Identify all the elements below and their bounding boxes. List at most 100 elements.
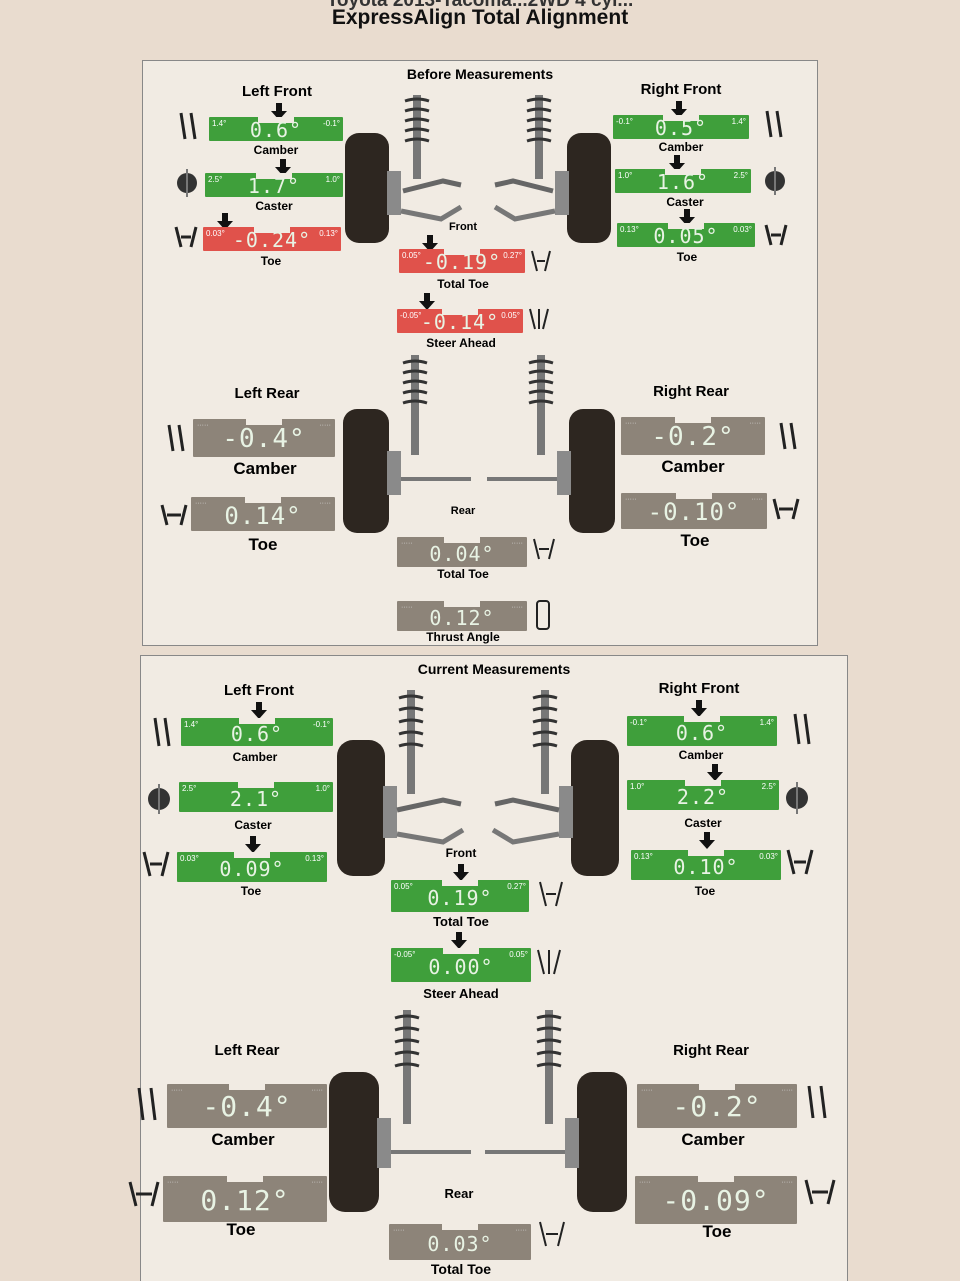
left-rear-title: Left Rear bbox=[234, 385, 300, 402]
lr-camber-gauge: ·········· -0.4° bbox=[193, 419, 335, 457]
rr-toe-gauge: ·········· -0.10° bbox=[621, 493, 767, 529]
lr-toe-label: Toe bbox=[248, 535, 278, 554]
total-toe-label: Total Toe bbox=[433, 914, 489, 929]
steer-ahead-icon bbox=[529, 308, 549, 330]
caster-icon bbox=[177, 169, 197, 197]
rf-toe-gauge: 0.13°0.03° 0.10° bbox=[631, 850, 781, 880]
rr-camber-label: Camber bbox=[681, 1130, 745, 1149]
caster-icon bbox=[765, 167, 785, 195]
rear-suspension-diagram bbox=[329, 1010, 627, 1212]
steer-ahead-label: Steer Ahead bbox=[423, 986, 499, 1001]
rf-caster-gauge: 1.0°2.5° 1.6° bbox=[615, 169, 751, 193]
rr-camber-label: Camber bbox=[661, 457, 725, 476]
total-toe-label: Total Toe bbox=[437, 277, 489, 291]
rf-caster-label: Caster bbox=[684, 816, 722, 830]
front-suspension-diagram bbox=[337, 690, 619, 876]
lr-toe-label: Toe bbox=[226, 1220, 256, 1239]
thrust-angle-icon bbox=[536, 600, 550, 630]
steer-ahead-label: Steer Ahead bbox=[426, 336, 496, 350]
panel-title: Before Measurements bbox=[406, 66, 554, 82]
rr-toe-label: Toe bbox=[702, 1222, 732, 1241]
steer-ahead-gauge: -0.05°0.05° -0.14° bbox=[397, 309, 523, 333]
rf-camber-gauge: -0.1°1.4° 0.6° bbox=[627, 716, 777, 746]
toe-icon bbox=[764, 224, 788, 246]
panel-title: Current Measurements bbox=[417, 661, 571, 677]
right-rear-title: Right Rear bbox=[673, 1042, 749, 1059]
rear-suspension-diagram bbox=[343, 355, 615, 533]
steer-ahead-icon bbox=[537, 949, 561, 975]
lr-toe-gauge: ·········· 0.14° bbox=[191, 497, 335, 531]
lr-camber-label: Camber bbox=[211, 1130, 275, 1149]
toe-icon bbox=[142, 851, 170, 877]
camber-icon bbox=[153, 717, 171, 747]
toe-icon bbox=[160, 504, 188, 526]
rf-camber-label: Camber bbox=[678, 748, 724, 762]
lf-camber-label: Camber bbox=[253, 143, 299, 157]
right-rear-title: Right Rear bbox=[653, 383, 729, 400]
camber-icon bbox=[807, 1085, 827, 1119]
left-front-title: Left Front bbox=[224, 682, 294, 699]
lf-toe-gauge: 0.03°0.13° -0.24° bbox=[203, 227, 341, 251]
rr-toe-label: Toe bbox=[680, 531, 710, 550]
lf-toe-label: Toe bbox=[260, 254, 282, 268]
toe-icon bbox=[128, 1181, 160, 1207]
rr-toe-gauge: ·········· -0.09° bbox=[635, 1176, 797, 1224]
camber-icon bbox=[179, 112, 197, 140]
steer-ahead-gauge: -0.05°0.05° 0.00° bbox=[391, 948, 531, 982]
caster-icon bbox=[786, 782, 808, 814]
rear-total-toe-icon bbox=[539, 1221, 565, 1247]
lf-toe-gauge: 0.03°0.13° 0.09° bbox=[177, 852, 327, 882]
before-measurements-panel: Before Measurements Left Front 1.4°-0.1°… bbox=[142, 60, 818, 646]
left-rear-title: Left Rear bbox=[214, 1042, 280, 1059]
rear-total-toe-label: Total Toe bbox=[430, 1261, 492, 1277]
toe-icon bbox=[786, 849, 814, 875]
toe-icon bbox=[772, 498, 800, 520]
current-measurements-panel: Current Measurements Left Front 1.4°-0.1… bbox=[128, 655, 848, 1281]
rf-camber-gauge: -0.1°1.4° 0.5° bbox=[613, 115, 749, 139]
rr-camber-gauge: ·········· -0.2° bbox=[621, 417, 765, 455]
lf-camber-label: Camber bbox=[232, 750, 278, 764]
rf-camber-label: Camber bbox=[658, 140, 704, 154]
front-suspension-diagram bbox=[345, 95, 611, 243]
front-axle-label: Front bbox=[448, 221, 478, 233]
right-front-title: Right Front bbox=[640, 81, 722, 98]
total-toe-icon bbox=[539, 881, 563, 907]
camber-icon bbox=[765, 110, 783, 138]
rf-toe-label: Toe bbox=[694, 884, 716, 898]
toe-icon bbox=[174, 226, 198, 248]
lf-caster-gauge: 2.5°1.0° 2.1° bbox=[179, 782, 333, 812]
rear-total-toe-gauge: ·········· 0.04° bbox=[397, 537, 527, 567]
left-front-title: Left Front bbox=[242, 83, 312, 100]
rr-camber-gauge: ·········· -0.2° bbox=[637, 1084, 797, 1128]
lf-caster-label: Caster bbox=[234, 818, 272, 832]
vehicle-line: Toyota 2013-Tacoma...2WD 4 cyl... bbox=[326, 0, 634, 11]
lr-camber-gauge: ·········· -0.4° bbox=[167, 1084, 327, 1128]
toe-icon bbox=[804, 1179, 836, 1205]
rf-caster-label: Caster bbox=[666, 195, 704, 209]
rf-caster-gauge: 1.0°2.5° 2.2° bbox=[627, 780, 779, 810]
total-toe-gauge: 0.05°0.27° -0.19° bbox=[399, 249, 525, 273]
rf-toe-gauge: 0.13°0.03° 0.05° bbox=[617, 223, 755, 247]
camber-icon bbox=[137, 1087, 157, 1121]
camber-icon bbox=[779, 422, 797, 450]
total-toe-icon bbox=[531, 250, 551, 272]
rear-total-toe-icon bbox=[533, 538, 555, 560]
lf-caster-gauge: 2.5°1.0° 1.7° bbox=[205, 173, 343, 197]
rear-total-toe-gauge: ·········· 0.03° bbox=[389, 1224, 531, 1260]
lf-camber-gauge: 1.4°-0.1° 0.6° bbox=[181, 718, 333, 746]
rear-axle-label: Rear bbox=[444, 1186, 474, 1201]
thrust-angle-label: Thrust Angle bbox=[426, 630, 500, 644]
lr-toe-gauge: ·········· 0.12° bbox=[163, 1176, 327, 1222]
lr-camber-label: Camber bbox=[233, 459, 297, 478]
report-title: ExpressAlign Total Alignment bbox=[331, 6, 629, 29]
thrust-angle-gauge: ·········· 0.12° bbox=[397, 601, 527, 631]
lf-caster-label: Caster bbox=[255, 199, 293, 213]
right-front-title: Right Front bbox=[658, 680, 740, 697]
rear-axle-label: Rear bbox=[450, 505, 476, 517]
front-axle-label: Front bbox=[445, 846, 477, 860]
lf-toe-label: Toe bbox=[240, 884, 262, 898]
camber-icon bbox=[793, 713, 811, 745]
rear-total-toe-label: Total Toe bbox=[437, 567, 489, 581]
total-toe-gauge: 0.05°0.27° 0.19° bbox=[391, 880, 529, 912]
camber-icon bbox=[167, 424, 185, 452]
